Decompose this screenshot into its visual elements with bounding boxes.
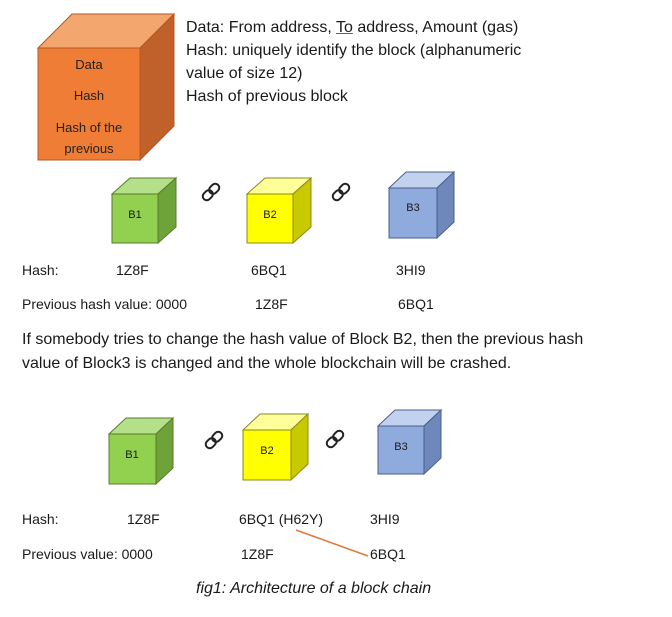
- chain-link-icon: [325, 429, 345, 449]
- bottom-hash-b1: 1Z8F: [127, 511, 160, 527]
- bottom-previous-b3: 6BQ1: [370, 546, 406, 562]
- explanation-line-1: If somebody tries to change the hash val…: [22, 331, 584, 348]
- bottom-hash-b3: 3HI9: [370, 511, 400, 527]
- top-block-b3: B3: [387, 170, 456, 240]
- bottom-block-b3: B3: [376, 408, 443, 476]
- bottom-block-b3-label: B3: [394, 441, 407, 453]
- top-previous-hash-b3: 6BQ1: [398, 296, 434, 312]
- bottom-previous-b2: 1Z8F: [241, 546, 274, 562]
- big-block-cube: Data Hash Hash of the previous: [36, 12, 176, 162]
- big-block-label-data: Data: [75, 57, 103, 72]
- legend-line-hash: Hash: uniquely identify the block (alpha…: [186, 42, 522, 59]
- chain-link-icon: [331, 182, 351, 202]
- legend-line-data-prefix: Data: From address,: [186, 19, 336, 36]
- top-block-b1: B1: [110, 176, 178, 245]
- legend-line-previous-hash: Hash of previous block: [186, 88, 348, 105]
- bottom-previous-label: Previous value: 0000: [22, 546, 153, 562]
- top-block-b2-label: B2: [263, 209, 276, 221]
- top-previous-hash-label: Previous hash value: 0000: [22, 296, 187, 312]
- big-block-label-hash: Hash: [74, 88, 104, 103]
- top-hash-label: Hash:: [22, 262, 59, 278]
- hash-mismatch-connector: [295, 529, 369, 557]
- top-hash-b1: 1Z8F: [116, 262, 149, 278]
- bottom-hash-b2: 6BQ1 (H62Y): [239, 511, 324, 527]
- big-block-label-hash-of-the: Hash of the: [56, 120, 123, 135]
- top-block-b2: B2: [245, 176, 313, 245]
- legend-line-hash-size: value of size 12): [186, 65, 303, 82]
- top-block-b1-label: B1: [128, 209, 141, 221]
- bottom-hash-label: Hash:: [22, 511, 59, 527]
- bottom-block-b1-label: B1: [125, 449, 138, 461]
- figure-caption: fig1: Architecture of a block chain: [196, 580, 432, 597]
- bottom-block-b2: B2: [241, 412, 310, 482]
- top-block-b3-label: B3: [406, 202, 419, 214]
- legend-line-data: Data: From address, To address, Amount (…: [186, 17, 518, 39]
- big-block-front: [37, 47, 141, 161]
- legend-line-data-underlined: To: [335, 19, 353, 36]
- explanation-line-2: value of Block3 is changed and the whole…: [22, 355, 512, 372]
- bottom-block-b1: B1: [107, 416, 175, 486]
- top-hash-b2: 6BQ1: [251, 262, 287, 278]
- chain-link-icon: [201, 182, 221, 202]
- legend-line-data-suffix: address, Amount (gas): [352, 19, 519, 36]
- bottom-block-b2-label: B2: [260, 445, 273, 457]
- big-block-label-previous: previous: [64, 141, 114, 156]
- top-previous-hash-b2: 1Z8F: [255, 296, 288, 312]
- chain-link-icon: [204, 430, 224, 450]
- top-hash-b3: 3HI9: [396, 262, 426, 278]
